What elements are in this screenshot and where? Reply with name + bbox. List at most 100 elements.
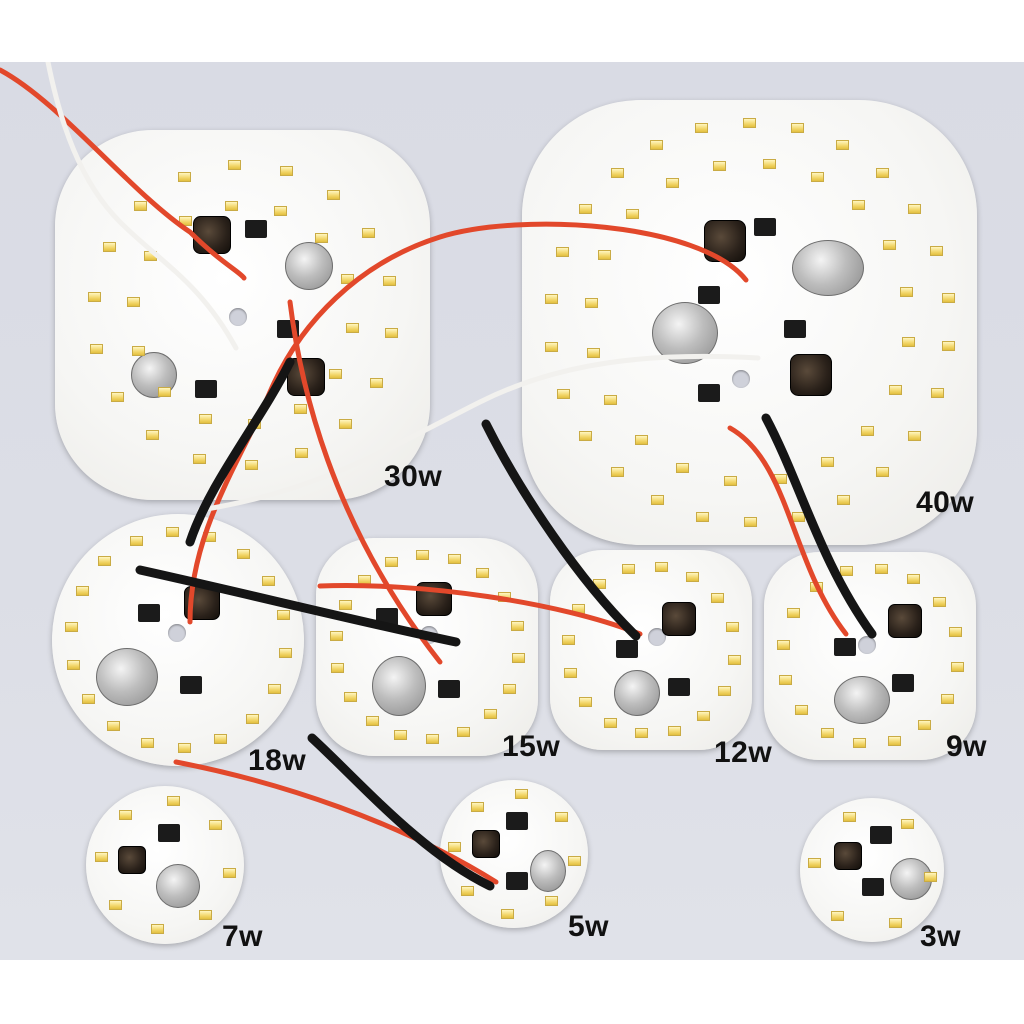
wattage-label-12w: 12w [714,736,773,769]
led-chip [294,403,308,414]
led-chip [133,200,147,211]
led-chip [840,566,854,577]
led-chip [382,275,396,286]
led-chip [225,200,239,211]
led-chip [98,556,112,567]
led-chip [87,292,101,303]
led-chip [810,172,824,183]
photo-area: 30w 40w 18w 15w 12w 9w 7w 5w 3w [0,62,1024,960]
led-chip [860,426,874,437]
led-chip [331,662,345,673]
led-chip [236,548,250,559]
mount-hole [648,628,666,646]
chip [754,218,776,236]
led-chip [725,622,739,633]
capacitor [652,302,718,364]
led-chip [712,160,726,171]
chip [438,680,460,698]
chip [506,872,528,890]
led-chip [650,494,664,505]
capacitor [285,242,333,290]
led-chip [556,388,570,399]
chip [245,220,267,238]
led-chip [544,341,558,352]
led-chip [385,327,399,338]
led-chip [794,705,808,716]
led-chip [650,140,664,151]
led-chip [888,918,902,929]
led-chip [544,293,558,304]
wattage-label-30w: 30w [384,460,443,493]
led-chip [209,820,223,831]
led-chip [295,447,309,458]
led-chip [503,683,517,694]
black-wire [185,357,295,547]
led-chip [384,557,398,568]
chip [892,674,914,692]
led-chip [695,123,709,134]
led-chip [110,391,124,402]
led-chip [634,434,648,445]
led-chip [918,720,932,731]
led-chip [743,117,757,128]
mount-hole [732,370,750,388]
led-chip [415,550,429,561]
led-chip [578,696,592,707]
led-chip [512,653,526,663]
chip [834,638,856,656]
led-chip [119,809,133,820]
led-chip [724,476,738,487]
led-chip [166,796,180,807]
led-chip [564,667,578,678]
led-chip [836,140,850,151]
wattage-label-9w: 9w [946,730,988,763]
wattage-label-3w: 3w [920,920,962,953]
led-chip [622,564,636,575]
led-chip [556,246,570,257]
led-chip [166,527,180,538]
led-chip [151,923,165,934]
led-chip [545,896,559,907]
inductor [662,602,696,636]
black-wire [481,419,641,641]
led-chip [808,858,822,869]
led-chip [634,728,648,739]
led-chip [370,377,384,388]
led-board-40w [522,100,977,545]
led-chip [853,738,867,749]
led-chip [365,715,379,726]
led-chip [329,369,343,380]
capacitor [156,864,200,908]
black-wire [135,565,461,647]
red-wire [173,759,499,885]
led-chip [567,856,581,867]
wattage-label-5w: 5w [568,910,610,943]
led-chip [158,387,172,398]
led-chip [686,571,700,582]
led-chip [75,586,89,597]
chip [138,604,160,622]
led-board-7w [86,786,244,944]
red-wire [187,221,749,625]
led-chip [339,419,353,430]
led-board-5w [440,780,588,928]
led-chip [655,561,669,572]
wires [0,62,877,891]
wattage-label-7w: 7w [222,920,264,953]
chip [668,678,690,696]
led-chip [448,841,462,852]
led-chip [930,388,944,399]
led-board-3w [800,798,944,942]
led-chip [908,203,921,214]
capacitor [530,850,566,892]
led-chip [852,200,866,211]
wattage-label-15w: 15w [502,730,561,763]
led-chip [610,167,624,178]
led-chip [394,730,408,741]
led-chip [214,734,228,745]
led-chip [887,735,901,746]
led-chip [695,511,709,522]
led-chip [329,630,343,641]
led-chip [776,640,790,651]
led-chip [908,430,922,441]
